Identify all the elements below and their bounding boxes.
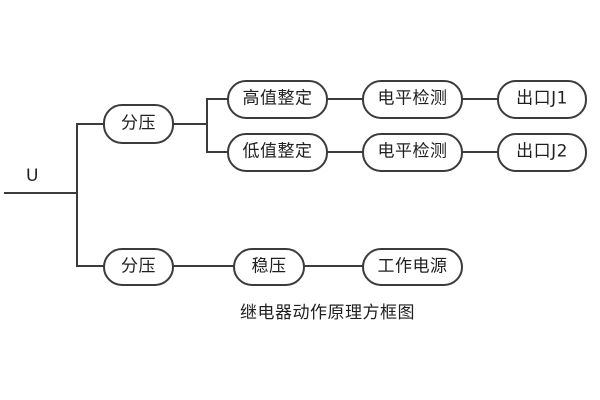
node-label: 分压: [121, 256, 156, 276]
node-low-set: 低值整定: [227, 133, 328, 172]
source-voltage-label: U: [26, 166, 39, 186]
node-level-detect-1: 电平检测: [362, 80, 463, 119]
node-label: 高值整定: [242, 88, 313, 109]
node-label: 出口J1: [516, 88, 568, 109]
node-label: 分压: [121, 113, 156, 133]
node-regulator: 稳压: [233, 248, 305, 286]
node-level-detect-2: 电平检测: [362, 133, 463, 172]
diagram-caption: 继电器动作原理方框图: [240, 303, 415, 323]
node-label: 电平检测: [377, 141, 448, 162]
node-label: 工作电源: [377, 256, 448, 276]
node-divider-top: 分压: [103, 104, 174, 144]
node-label: 低值整定: [242, 141, 313, 162]
node-high-set: 高值整定: [227, 80, 328, 119]
node-label: 稳压: [251, 256, 287, 276]
node-output-j2: 出口J2: [497, 133, 587, 172]
node-divider-bottom: 分压: [103, 248, 174, 286]
node-work-supply: 工作电源: [362, 248, 463, 286]
node-output-j1: 出口J1: [497, 80, 587, 119]
node-label: 出口J2: [516, 141, 568, 162]
node-label: 电平检测: [377, 88, 448, 109]
